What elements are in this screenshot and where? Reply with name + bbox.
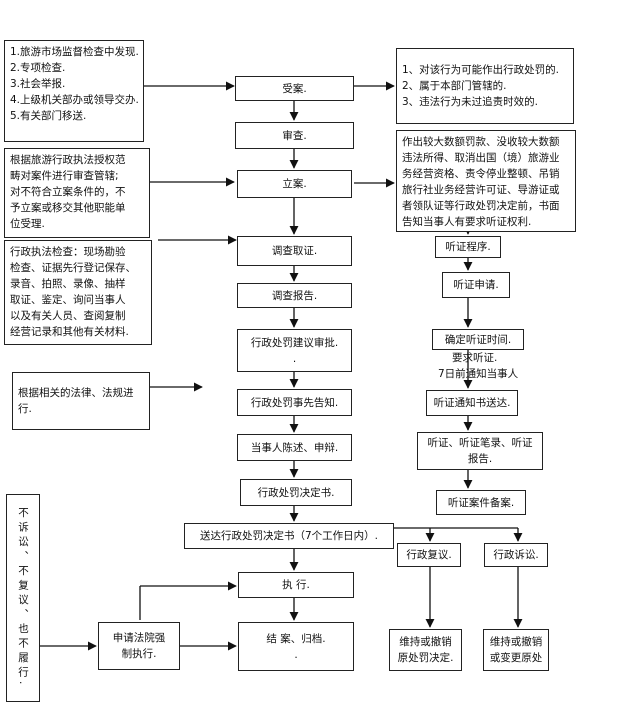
administrative-reconsideration-box: 行政复议.	[397, 543, 461, 567]
filing-condition-item: 3、违法行为未过追责时效的.	[402, 96, 539, 108]
no-appeal-note: 不诉讼、不复议、也不履行.	[6, 494, 40, 702]
investigation-line: 以及有关人员、查阅复制	[10, 310, 126, 322]
hearing-scope-line: 作出较大数额罚款、没收较大数额	[402, 136, 560, 148]
penalty-approval-box: 行政处罚建议审批. .	[237, 329, 352, 372]
investigation-line: 行政执法检查：现场勘验	[10, 246, 126, 258]
litigation-result-line: 或变更原处	[489, 652, 543, 664]
investigation-line: 取证、鉴定、询问当事人	[10, 294, 126, 306]
execute-box: 执 行.	[238, 572, 354, 598]
file-case-box: 立案.	[237, 170, 352, 198]
administrative-litigation-label: 行政诉讼.	[493, 549, 539, 561]
prior-notice-box: 行政处罚事先告知.	[237, 389, 352, 416]
close-archive-sublabel: .	[294, 648, 298, 661]
hearing-notice-box: 听证通知书送达.	[426, 390, 518, 416]
close-archive-label: 结 案、归档.	[266, 632, 326, 645]
confirm-hearing-time-box: 确定听证时间.	[432, 329, 524, 350]
prior-notice-label: 行政处罚事先告知.	[250, 396, 339, 409]
penalty-decision-label: 行政处罚决定书.	[257, 486, 335, 499]
hearing-record-line: 报告.	[467, 453, 493, 465]
jurisdiction-line: 位受理.	[10, 218, 45, 230]
case-source-item: 1.旅游市场监督检查中发现.	[10, 46, 138, 58]
investigation-report-box: 调查报告.	[237, 283, 352, 308]
filing-condition-item: 1、对该行为可能作出行政处罚的.	[402, 64, 560, 76]
no-appeal-text: 不诉讼、不复议、也不履行.	[17, 507, 29, 689]
hearing-record-line: 听证、听证笔录、听证	[427, 437, 533, 449]
penalty-decision-box: 行政处罚决定书.	[240, 479, 352, 506]
investigate-box: 调查取证.	[237, 236, 352, 266]
jurisdiction-line: 畴对案件进行审查管辖;	[10, 170, 119, 182]
litigation-result-line: 维持或撤销	[489, 636, 543, 648]
statement-defense-box: 当事人陈述、申辩.	[237, 434, 352, 461]
deliver-decision-box: 送达行政处罚决定书（7个工作日内）.	[184, 523, 394, 549]
court-enforcement-line: 申请法院强	[112, 632, 166, 644]
hearing-scope-note: 作出较大数额罚款、没收较大数额 违法所得、取消出国（境）旅游业 务经营资格、责令…	[396, 130, 576, 232]
accept-case-box: 受案.	[235, 76, 354, 101]
hearing-procedure-label: 听证程序.	[445, 241, 491, 253]
investigation-line: 录音、拍照、录像、抽样	[10, 278, 126, 290]
hearing-application-box: 听证申请.	[442, 272, 510, 298]
hearing-application-label: 听证申请.	[453, 279, 499, 291]
hearing-scope-line: 违法所得、取消出国（境）旅游业	[402, 152, 560, 164]
confirm-hearing-time-label: 确定听证时间.	[444, 333, 512, 346]
case-source-item: 4.上级机关部办或领导交办.	[10, 94, 138, 106]
hearing-scope-line: 者领队证等行政处罚决定前，书面	[402, 200, 560, 212]
request-hearing-text: 要求听证.	[452, 352, 498, 364]
penalty-approval-label: 行政处罚建议审批.	[250, 336, 339, 349]
court-enforcement-box: 申请法院强 制执行.	[98, 622, 180, 670]
close-archive-box: 结 案、归档. .	[238, 622, 354, 671]
hearing-record-box: 听证、听证笔录、听证 报告.	[417, 432, 543, 470]
legal-basis-line: 行.	[18, 403, 32, 415]
execute-label: 执 行.	[282, 579, 310, 591]
hearing-procedure-box: 听证程序.	[435, 236, 501, 258]
investigation-methods-note: 行政执法检查：现场勘验 检查、证据先行登记保存、 录音、拍照、录像、抽样 取证、…	[4, 240, 152, 345]
hearing-filing-box: 听证案件备案.	[436, 490, 526, 515]
case-source-item: 2.专项检查.	[10, 62, 66, 74]
notify-7days-text: 7日前通知当事人	[438, 368, 519, 380]
investigate-label: 调查取证.	[271, 245, 318, 257]
jurisdiction-line: 对不符合立案条件的，不	[10, 186, 126, 198]
hearing-scope-line: 旅行社业务经营许可证、导游证或	[402, 184, 560, 196]
statement-defense-label: 当事人陈述、申辩.	[250, 441, 339, 454]
reconsideration-result-line: 维持或撤销	[399, 636, 452, 648]
court-enforcement-line: 制执行.	[121, 648, 157, 660]
case-source-item: 5.有关部门移送.	[10, 110, 87, 122]
penalty-approval-sublabel: .	[292, 352, 297, 365]
administrative-litigation-box: 行政诉讼.	[484, 543, 548, 567]
investigation-line: 经营记录和其他有关材料.	[10, 326, 129, 338]
hearing-notice-label: 听证通知书送达.	[433, 397, 511, 409]
reconsideration-result-line: 原处罚决定.	[397, 652, 454, 664]
jurisdiction-review-note: 根据旅游行政执法授权范 畴对案件进行审查管辖; 对不符合立案条件的，不 予立案或…	[4, 148, 150, 238]
jurisdiction-line: 根据旅游行政执法授权范	[10, 154, 126, 166]
review-box: 审查.	[235, 122, 354, 149]
reconsideration-result-box: 维持或撤销 原处罚决定.	[389, 629, 462, 671]
administrative-reconsideration-label: 行政复议.	[406, 549, 452, 561]
hearing-scope-line: 告知当事人有要求听证权利.	[402, 216, 532, 228]
investigation-line: 检查、证据先行登记保存、	[10, 262, 136, 274]
filing-condition-item: 2、属于本部门管辖的.	[402, 80, 507, 92]
case-source-item: 3.社会举报.	[10, 78, 66, 90]
investigation-report-label: 调查报告.	[271, 289, 318, 302]
case-sources-note: 1.旅游市场监督检查中发现. 2.专项检查. 3.社会举报. 4.上级机关部办或…	[4, 40, 144, 142]
file-case-label: 立案.	[282, 178, 307, 190]
hearing-filing-label: 听证案件备案.	[447, 496, 515, 509]
legal-basis-line: 根据相关的法律、法规进	[18, 387, 134, 399]
deliver-decision-label: 送达行政处罚决定书（7个工作日内）.	[199, 530, 379, 542]
filing-conditions-note: 1、对该行为可能作出行政处罚的. 2、属于本部门管辖的. 3、违法行为未过追责时…	[396, 48, 574, 124]
legal-basis-note: 根据相关的法律、法规进 行.	[12, 372, 150, 430]
review-label: 审查.	[282, 129, 307, 142]
litigation-result-box: 维持或撤销 或变更原处	[483, 629, 549, 671]
accept-case-label: 受案.	[282, 82, 307, 95]
hearing-scope-line: 务经营资格、责令停业整顿、吊销	[402, 168, 560, 180]
jurisdiction-line: 予立案或移交其他职能单	[10, 202, 126, 214]
